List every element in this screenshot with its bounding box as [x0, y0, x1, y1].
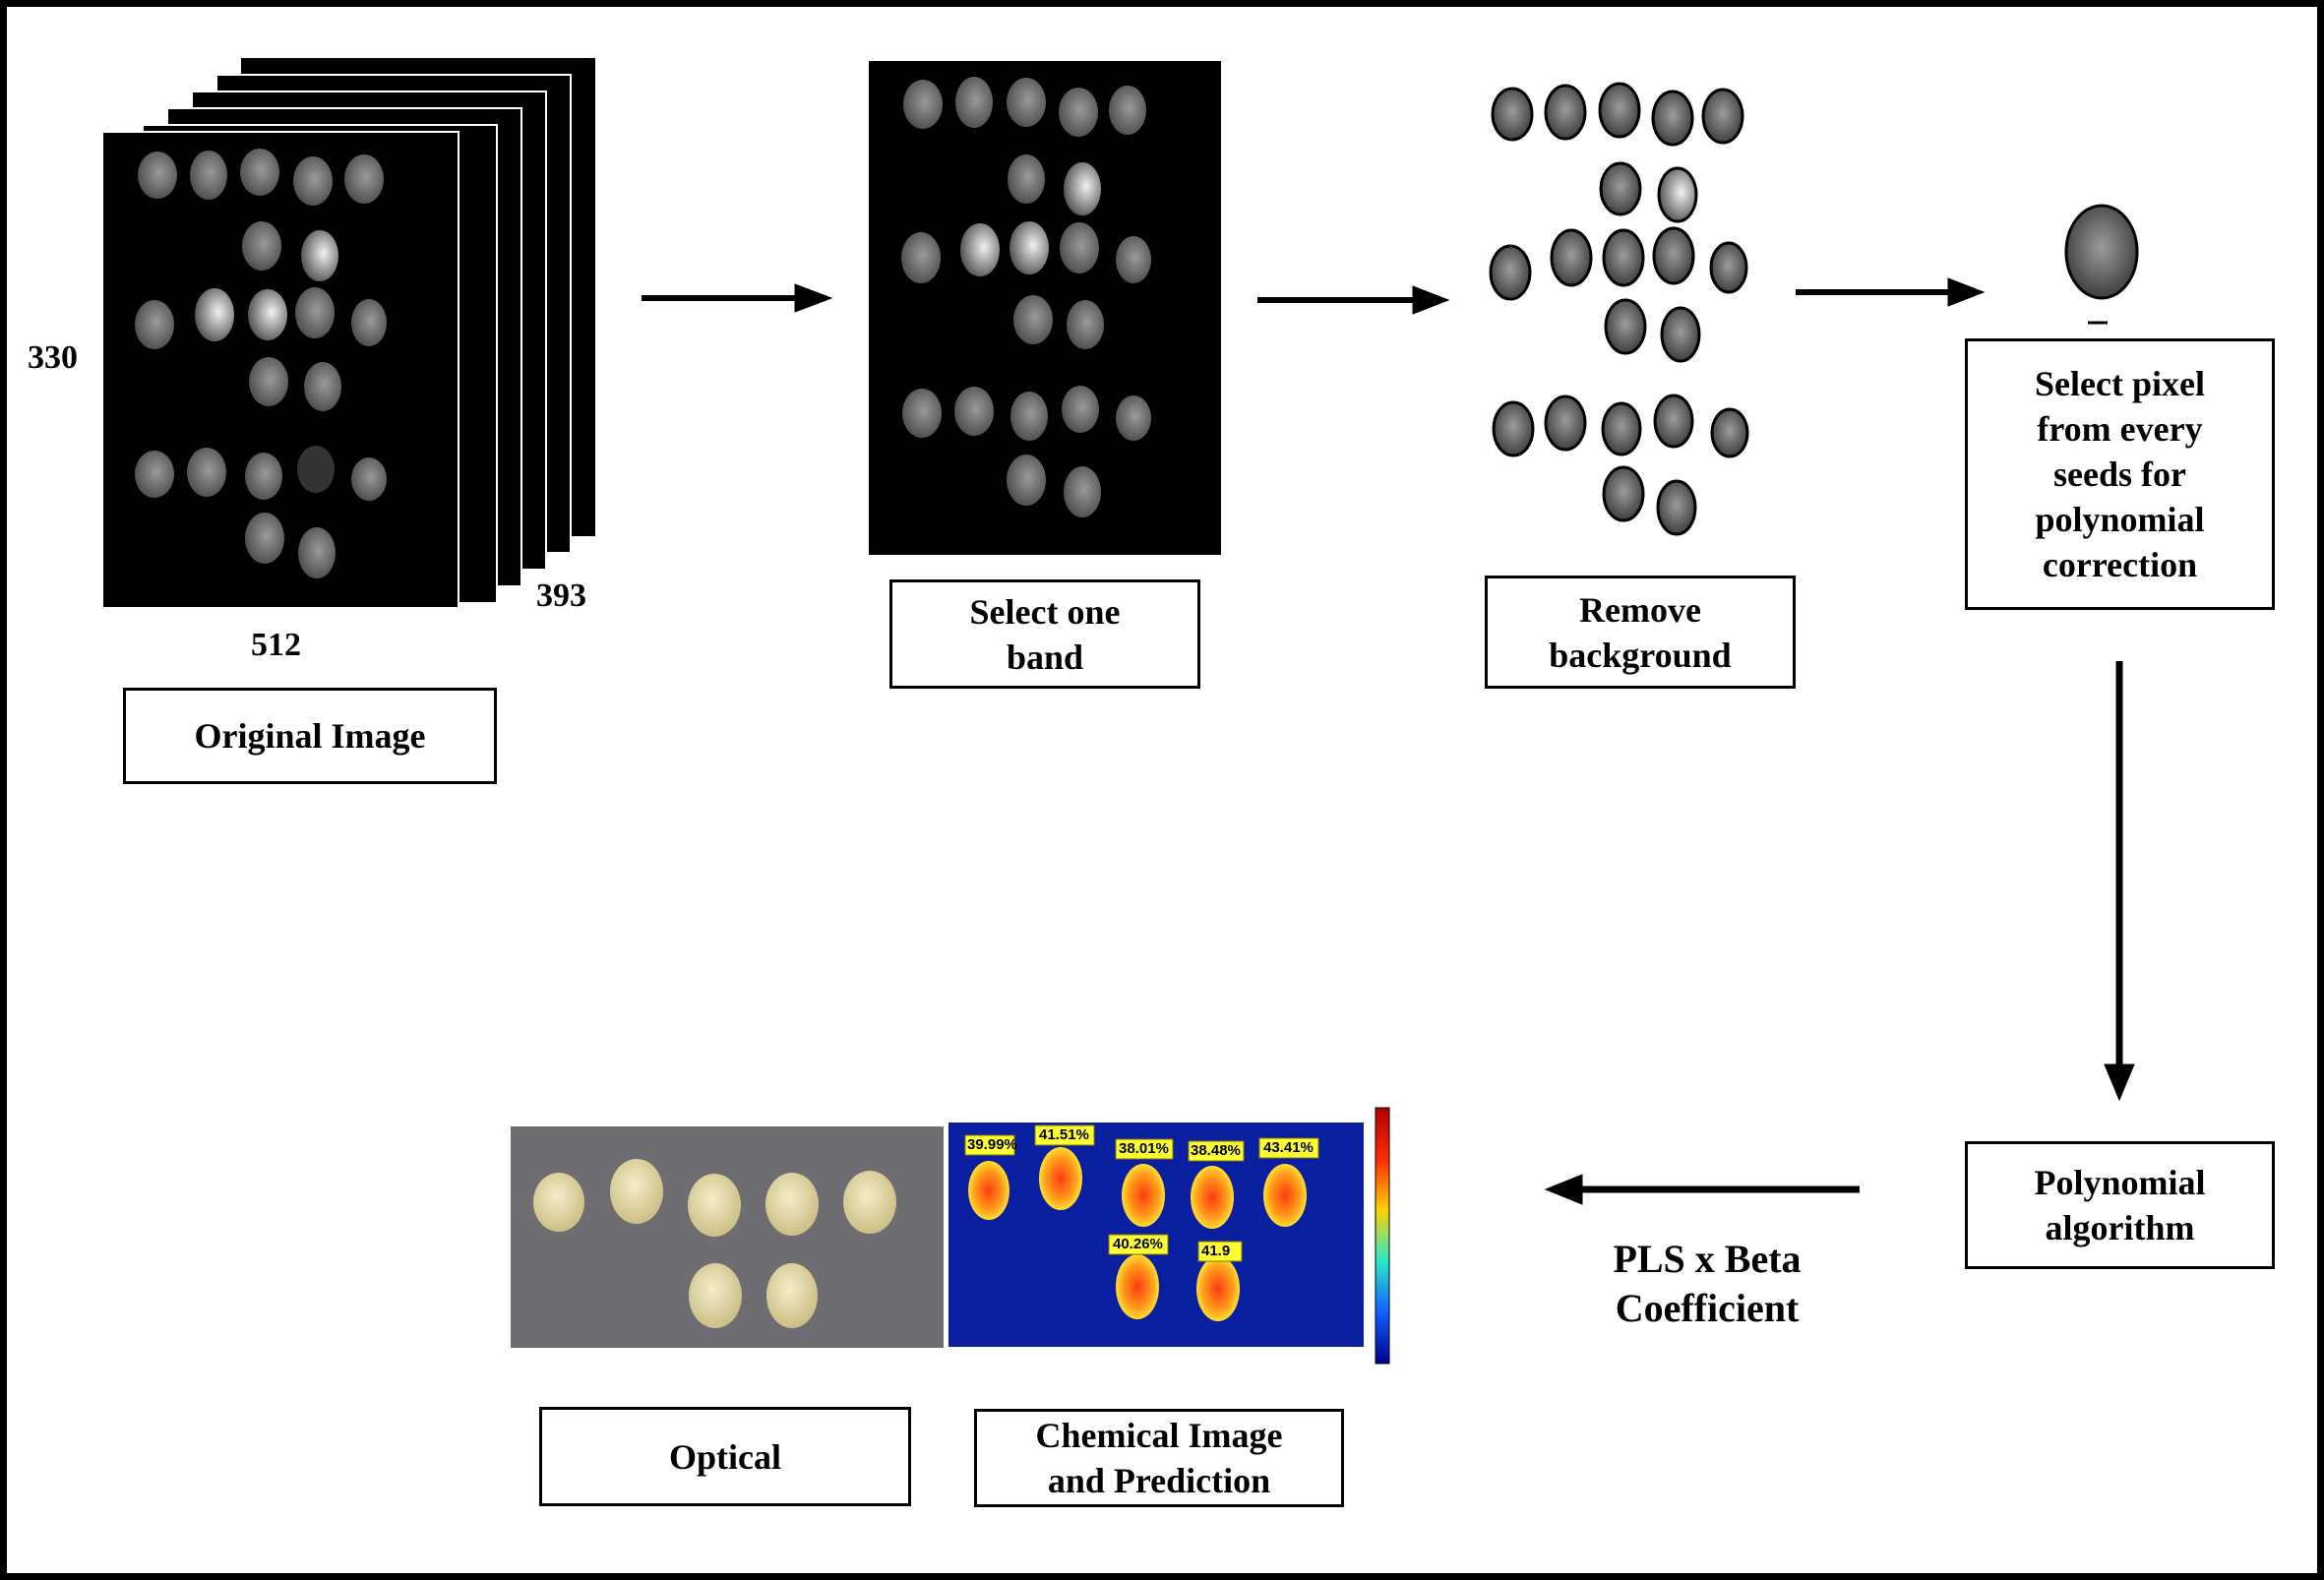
segmented-seeds	[1489, 82, 1749, 536]
flow-arrows	[642, 277, 2135, 1205]
dim-width: 512	[251, 627, 301, 663]
single-band-image	[869, 61, 1221, 555]
hypercube-seeds	[135, 149, 387, 578]
pls-beta-label: PLS x Beta Coefficient	[1613, 1237, 1802, 1330]
chemical-image	[948, 1107, 1390, 1365]
optical-label: Optical	[539, 1407, 911, 1506]
prediction-label: 41.9	[1201, 1243, 1231, 1259]
original-image-label: Original Image	[123, 688, 497, 784]
prediction-label: 38.01%	[1119, 1140, 1169, 1157]
optical-image	[511, 1126, 944, 1348]
prediction-label: 43.41%	[1263, 1139, 1314, 1156]
prediction-label: 41.51%	[1039, 1126, 1089, 1143]
select-pixel-label: Select pixel from every seeds for polyno…	[1965, 338, 2275, 610]
dim-height: 330	[28, 339, 78, 376]
prediction-label: 39.99%	[967, 1136, 1017, 1153]
prediction-label: 40.26%	[1113, 1236, 1163, 1252]
hypercube-stack	[101, 58, 595, 609]
dim-bands: 393	[536, 577, 586, 614]
prediction-label: 38.48%	[1191, 1142, 1241, 1159]
single-seed	[2064, 204, 2139, 325]
